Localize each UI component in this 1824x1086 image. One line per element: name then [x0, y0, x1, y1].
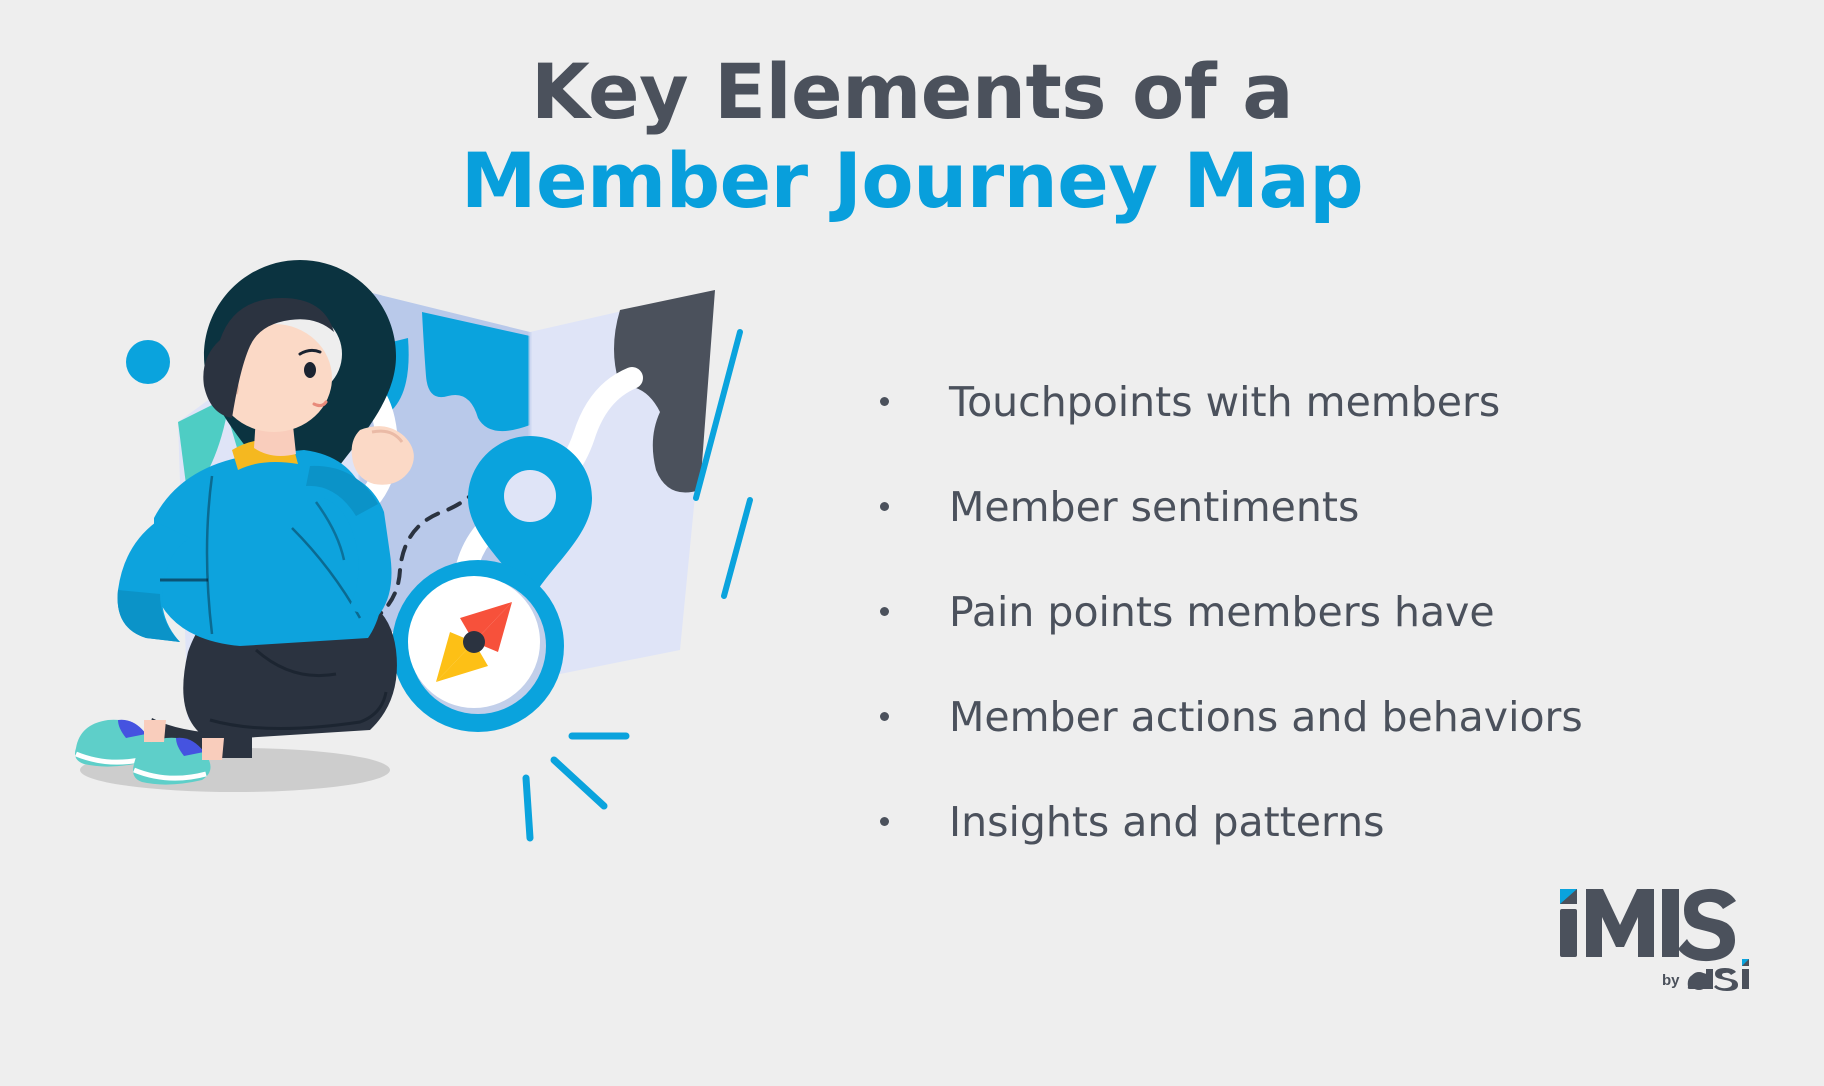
bullet-dot-icon: [880, 502, 889, 512]
page-title: Key Elements of a Member Journey Map: [0, 52, 1824, 220]
title-line-1: Key Elements of a: [530, 47, 1294, 136]
person-hair: [203, 298, 334, 418]
compass-ray-lines: [522, 732, 630, 842]
list-item-label: Member sentiments: [949, 483, 1360, 532]
list-item-label: Member actions and behaviors: [949, 693, 1583, 742]
imis-wordmark: [1560, 888, 1736, 962]
asi-wordmark: [1687, 959, 1749, 991]
person-hand: [351, 426, 414, 485]
person-arm: [324, 472, 392, 616]
title-line-2: Member Journey Map: [460, 136, 1364, 226]
bullet-dot-icon: [880, 817, 889, 827]
list-item: Insights and patterns: [880, 800, 1740, 845]
blue-circle-accent: [126, 340, 170, 384]
by-asi-lockup: by: [1662, 959, 1749, 991]
bullet-dot-icon: [880, 607, 889, 617]
bullet-dot-icon: [880, 397, 889, 406]
list-item: Touchpoints with members: [880, 378, 1740, 426]
person-sweater: [154, 450, 384, 646]
bullet-dot-icon: [880, 712, 889, 722]
list-item: Member sentiments: [880, 483, 1740, 532]
imis-logo: by: [1558, 883, 1758, 998]
svg-text:by: by: [1662, 972, 1680, 989]
list-item-label: Touchpoints with members: [949, 378, 1501, 426]
map-pin-blue: [468, 436, 592, 602]
key-elements-list: Touchpoints with members Member sentimen…: [880, 378, 1740, 845]
list-item: Member actions and behaviors: [880, 695, 1740, 740]
compass-center-dot: [463, 631, 485, 653]
compass: [392, 560, 564, 732]
diagonal-accent-lines: [693, 329, 753, 599]
person-sneakers: [75, 719, 224, 785]
list-item-label: Insights and patterns: [949, 798, 1385, 847]
list-item-label: Pain points members have: [949, 588, 1495, 637]
person-kneeling: [75, 298, 414, 785]
journey-map-illustration: [60, 250, 760, 900]
list-item: Pain points members have: [880, 590, 1740, 635]
